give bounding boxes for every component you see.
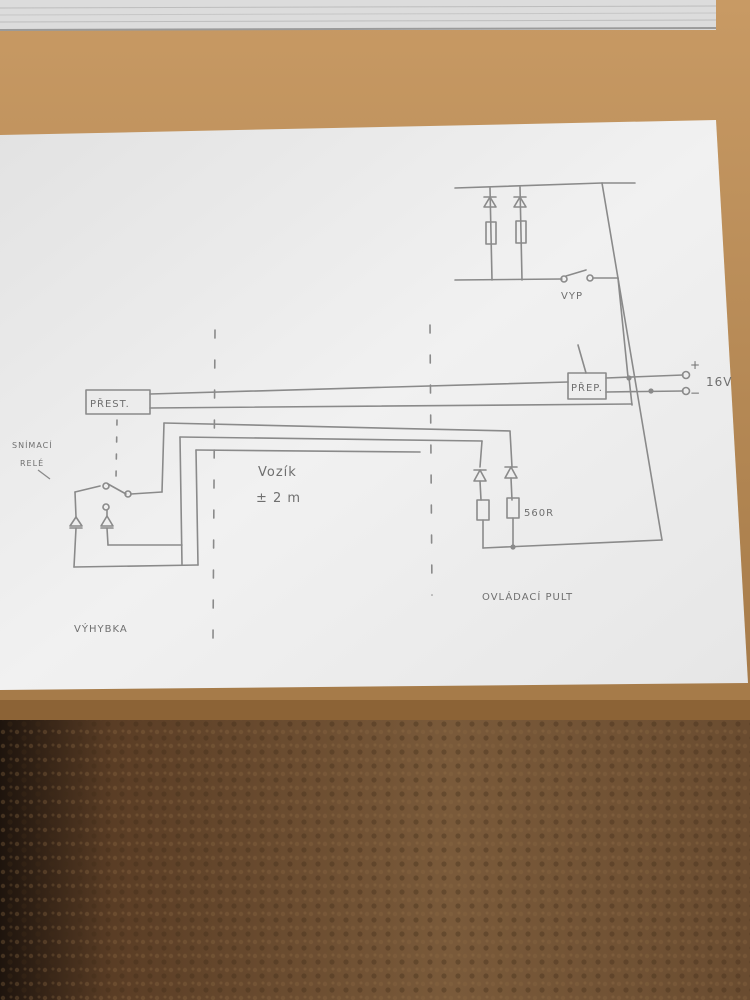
board-edge: [0, 700, 750, 720]
wire-to-prep: [617, 277, 629, 378]
wire-right-down: [601, 182, 663, 541]
led-icon: [69, 516, 83, 527]
paper-stack: [0, 0, 717, 31]
wire-led-1: [489, 187, 493, 281]
led-icon: [513, 196, 527, 208]
resistor-icon: [485, 221, 497, 245]
terminal-plus: [681, 370, 691, 380]
plus-label: +: [690, 358, 701, 372]
relay-contact: [102, 503, 110, 511]
prest-box: [85, 389, 151, 415]
relay-label-line1: SNÍMACÍ: [12, 439, 53, 450]
ovladaci-pult-label: OVLÁDACÍ PULT: [482, 590, 573, 603]
wire-loop-top: [163, 422, 511, 432]
arrow-icon: [37, 469, 51, 480]
wire-plus: [605, 374, 684, 379]
resistor-label: 560R: [524, 508, 554, 519]
carpet-texture: [0, 700, 750, 1000]
vyhybka-label: VÝHYBKA: [74, 622, 128, 635]
vyp-label: VYP: [561, 291, 583, 302]
switch-lever: [565, 269, 587, 277]
distance-label: ± 2 m: [256, 491, 301, 506]
wire-loop-mid: [179, 436, 483, 442]
paper-sheet: [0, 120, 748, 690]
terminal-minus: [681, 386, 691, 396]
schematic: [69, 182, 691, 641]
wire-minus: [605, 390, 684, 393]
vozik-label: Vozík: [258, 465, 297, 480]
switch-contact: [560, 275, 568, 283]
led-icon: [100, 515, 114, 527]
prep-label: PŘEP.: [571, 381, 603, 394]
separator-left: [212, 329, 216, 641]
resistor-icon: [515, 220, 527, 244]
relay-label-line2: RELÉ: [20, 457, 44, 468]
wire-loop-low: [195, 449, 421, 453]
voltage-label: 16V: [706, 375, 732, 389]
prep-switch-box: [567, 372, 607, 400]
minus-label: −: [690, 386, 701, 400]
relay-lever: [107, 483, 127, 495]
wire-top: [454, 182, 603, 189]
prep-toggle: [577, 344, 587, 374]
wire-main-1: [149, 381, 569, 395]
led-icon: [483, 196, 497, 208]
prest-label: PŘEST.: [90, 397, 130, 410]
relay-contact: [102, 482, 110, 490]
wire-main-2: [149, 403, 633, 409]
wire-led-2: [519, 186, 523, 281]
wire-mid: [454, 278, 563, 281]
